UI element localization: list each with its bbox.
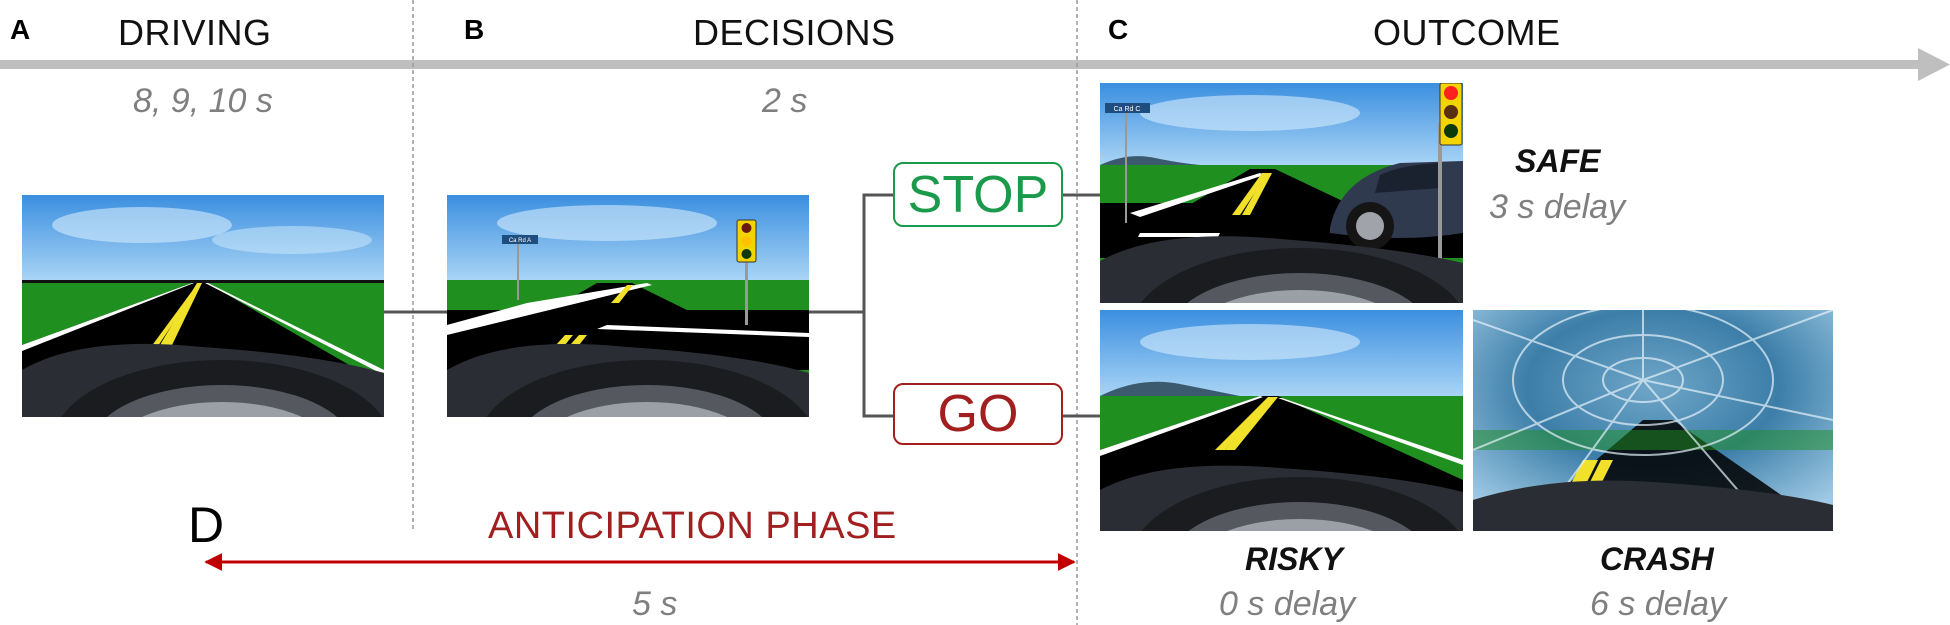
- timing-decisions: 2 s: [762, 82, 808, 120]
- crash-label: CRASH: [1600, 541, 1714, 577]
- safe-label: SAFE: [1515, 143, 1601, 179]
- safe-delay: 3 s delay: [1489, 188, 1626, 226]
- anticipation-phase-label: ANTICIPATION PHASE: [488, 505, 897, 547]
- risky-outcome-image: [1100, 310, 1463, 531]
- risky-label: RISKY: [1245, 541, 1343, 577]
- safe-outcome-image: Ca Rd C: [1100, 83, 1463, 303]
- crash-delay: 6 s delay: [1590, 585, 1727, 623]
- crash-outcome-image: [1473, 310, 1833, 531]
- decision-road-sign: Ca Rd A: [509, 238, 531, 244]
- panel-letter-d: D: [188, 497, 225, 553]
- safe-road-sign: Ca Rd C: [1114, 106, 1141, 113]
- panel-letter-c: C: [1108, 14, 1129, 45]
- decision-scene-image: Ca Rd A: [447, 195, 809, 417]
- risky-delay: 0 s delay: [1219, 585, 1356, 623]
- connector-lines: [383, 193, 1100, 418]
- phase-title-decisions: DECISIONS: [693, 12, 896, 53]
- panel-letter-a: A: [10, 14, 31, 45]
- phase-title-outcome: OUTCOME: [1373, 12, 1561, 53]
- phase-title-driving: DRIVING: [118, 12, 272, 53]
- timeline-arrow: [0, 48, 1950, 81]
- stop-choice-box: STOP: [893, 162, 1063, 227]
- go-choice-box: GO: [893, 383, 1063, 445]
- anticipation-duration: 5 s: [632, 585, 678, 623]
- timing-driving: 8, 9, 10 s: [133, 82, 273, 120]
- driving-scene-image: [22, 195, 384, 417]
- panel-letter-b: B: [464, 14, 485, 45]
